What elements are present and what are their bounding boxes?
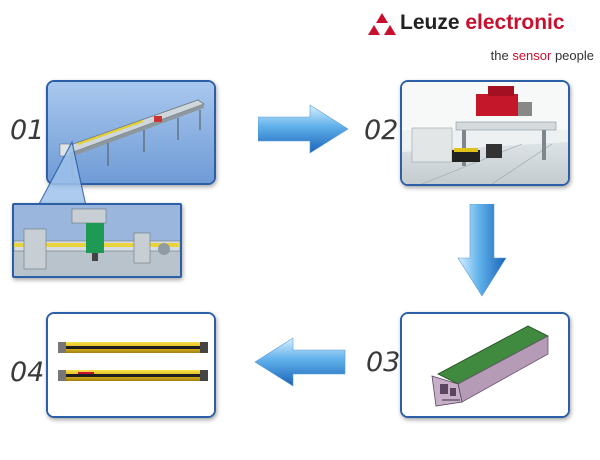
step-number-03: 03 (366, 347, 401, 378)
light-curtain-image (46, 312, 216, 418)
step-number-01: 01 (10, 115, 45, 146)
brand-logo: Leuze electronic the sensor people (368, 8, 596, 66)
callout-pointer (37, 140, 87, 207)
assembly-station-image (400, 80, 570, 186)
brand-name: Leuze electronic (400, 11, 565, 34)
conveyor-detail-image (12, 203, 182, 278)
conveyor-line-image (46, 80, 216, 185)
brand-tagline: the sensor people (490, 48, 594, 63)
arrow-right (258, 104, 349, 154)
aluminium-profile-image (400, 312, 570, 418)
step-number-02: 02 (364, 115, 399, 146)
arrow-left (254, 337, 346, 387)
leuze-logo-icon (368, 13, 396, 35)
step-number-04: 04 (10, 357, 45, 388)
arrow-down (457, 204, 507, 297)
